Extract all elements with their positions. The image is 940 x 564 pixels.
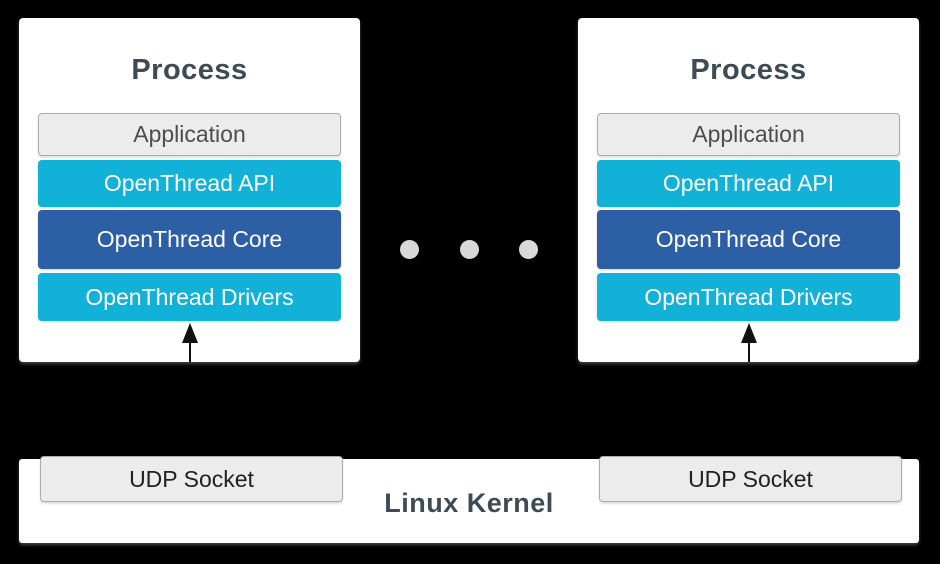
udp-socket-box-left: UDP Socket <box>40 456 343 502</box>
layer-openthread-drivers: OpenThread Drivers <box>597 273 900 321</box>
process-title: Process <box>131 54 248 86</box>
up-arrow-stem <box>748 343 750 362</box>
process-card-left: Process Application OpenThread API OpenT… <box>19 18 360 362</box>
up-arrow-icon <box>181 323 199 362</box>
process-title: Process <box>690 54 807 86</box>
up-arrow-head <box>741 323 757 343</box>
layer-application: Application <box>597 113 900 156</box>
layer-application: Application <box>38 113 341 156</box>
linux-kernel-bar: UDP Socket Linux Kernel UDP Socket <box>19 456 919 543</box>
ellipsis-dot <box>519 240 538 259</box>
ellipsis-dot <box>400 240 419 259</box>
linux-kernel-label: Linux Kernel <box>384 488 554 518</box>
up-arrow-stem <box>189 343 191 362</box>
layer-openthread-core: OpenThread Core <box>597 210 900 269</box>
layer-openthread-api: OpenThread API <box>597 160 900 207</box>
process-card-right: Process Application OpenThread API OpenT… <box>578 18 919 362</box>
up-arrow-head <box>182 323 198 343</box>
ellipsis-dot <box>460 240 479 259</box>
layer-openthread-core: OpenThread Core <box>38 210 341 269</box>
udp-socket-box-right: UDP Socket <box>599 456 902 502</box>
up-arrow-icon <box>740 323 758 362</box>
layer-openthread-api: OpenThread API <box>38 160 341 207</box>
layer-openthread-drivers: OpenThread Drivers <box>38 273 341 321</box>
